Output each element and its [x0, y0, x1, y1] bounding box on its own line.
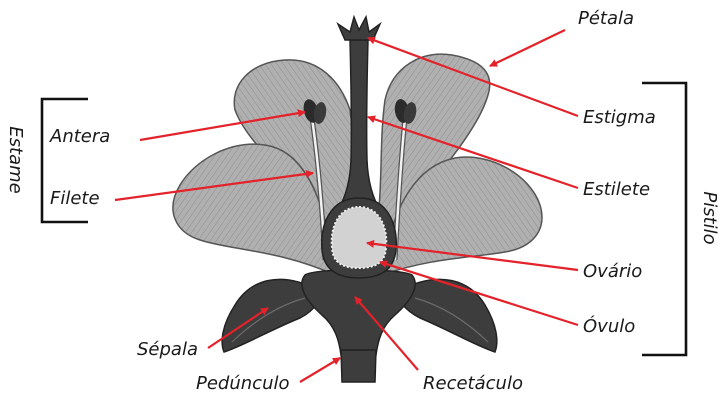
petala-label: Pétala	[578, 8, 634, 29]
estigma-label: Estigma	[583, 107, 656, 128]
sepala-label: Sépala	[137, 339, 198, 360]
flower-illustration	[173, 17, 542, 382]
pedunculo-arrow	[300, 358, 340, 382]
ovary-chamber	[332, 207, 387, 268]
ovario-label: Ovário	[583, 261, 642, 282]
pedunculo-label: Pedúnculo	[196, 373, 290, 394]
receptaculo-label: Recetáculo	[423, 373, 523, 394]
ovulo-label: Óvulo	[583, 315, 635, 337]
estame-label: Estame	[5, 126, 26, 193]
antera-label: Antera	[49, 126, 110, 147]
receptacle	[302, 270, 415, 355]
estilete-label: Estilete	[583, 179, 650, 200]
peduncle	[341, 350, 376, 382]
petala-arrow	[490, 30, 565, 66]
pistilo-label: Pistilo	[699, 191, 720, 244]
stigma	[338, 17, 380, 40]
filete-label: Filete	[50, 188, 100, 209]
